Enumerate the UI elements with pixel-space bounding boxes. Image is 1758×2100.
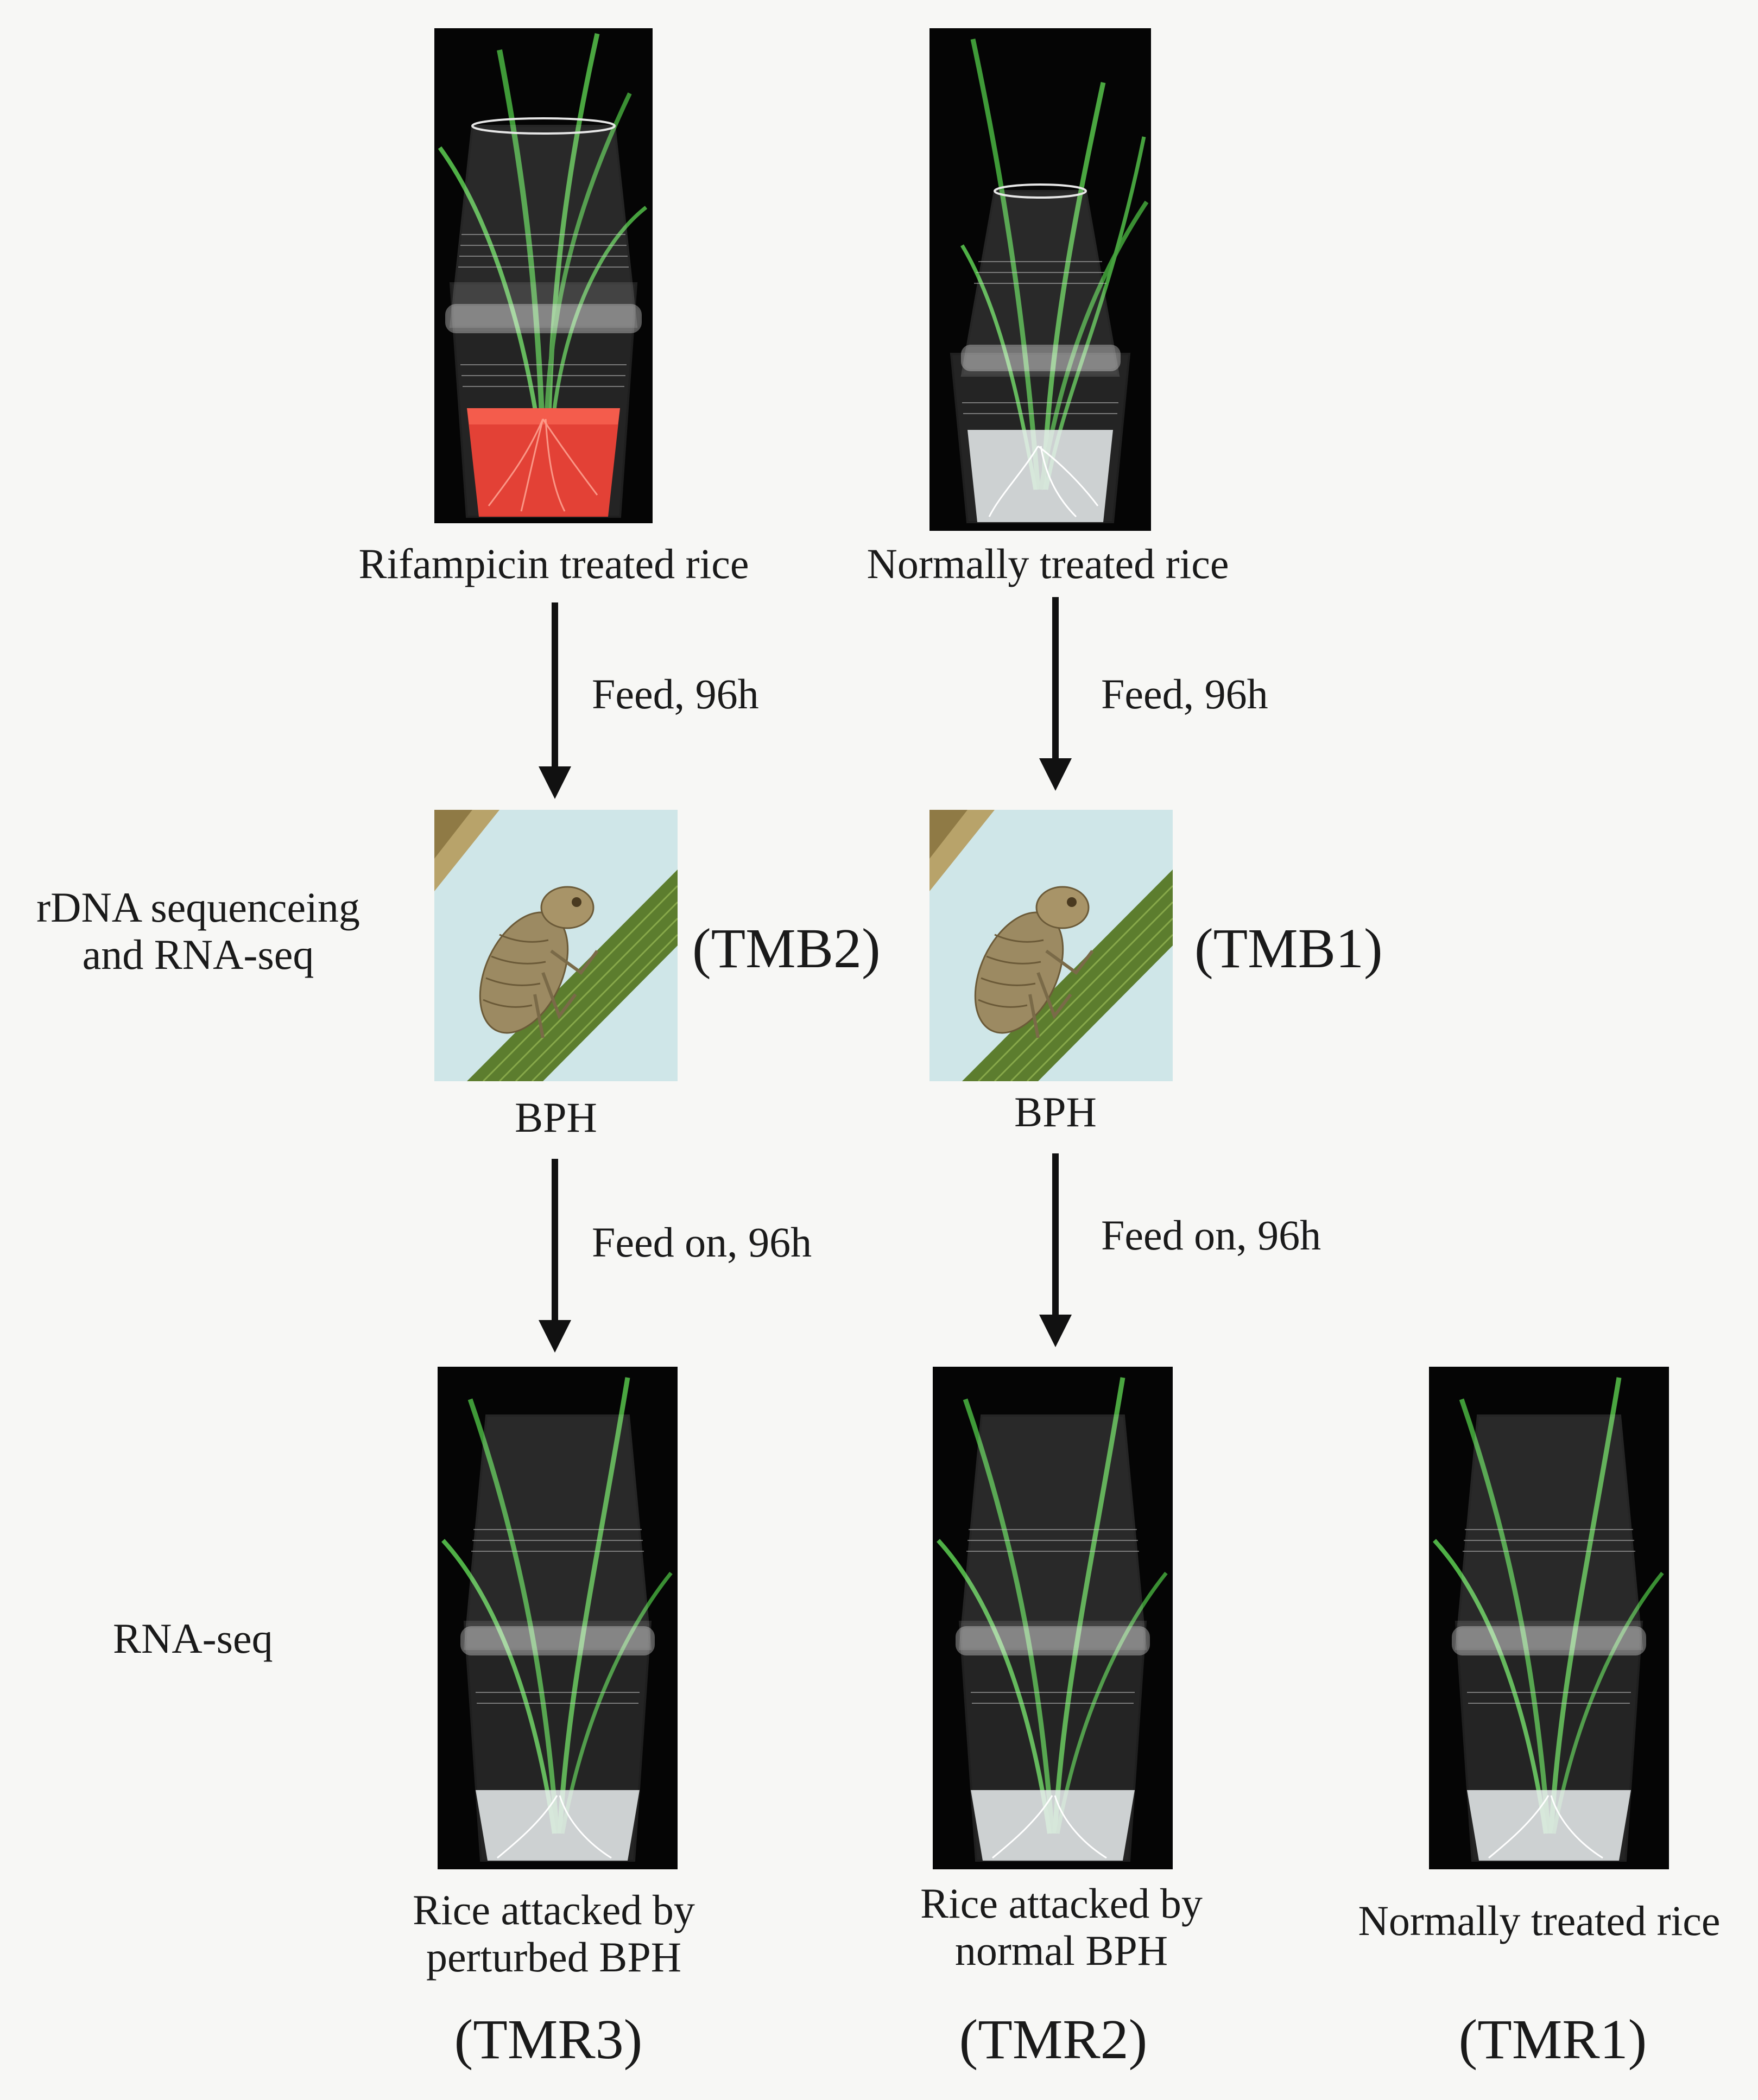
bph-insect-photo-tmb2: [434, 810, 678, 1081]
caption-normal-rice-top: Normally treated rice: [867, 540, 1229, 587]
label-feed-96h-left: Feed, 96h: [592, 670, 759, 718]
row-label-line2: and RNA-seq: [82, 931, 314, 979]
normal-rice-photo: [929, 28, 1151, 531]
caption-tmr3-line1: Rice attacked by: [413, 1886, 695, 1933]
caption-tmr3-line2: perturbed BPH: [426, 1933, 682, 1981]
code-tmr3: (TMR3): [454, 2008, 643, 2071]
bph-insect-photo-tmb1: [929, 810, 1173, 1081]
row-label-rdna-rna-seq: rDNA sequenceing and RNA-seq: [11, 884, 385, 979]
code-tmb2: (TMB2): [692, 917, 881, 980]
rice-photo-tmr3: [438, 1367, 678, 1869]
caption-rice-attacked-perturbed: Rice attacked by perturbed BPH: [337, 1886, 771, 1981]
rice-photo-tmr1: [1429, 1367, 1669, 1869]
caption-tmr2-line2: normal BPH: [954, 1927, 1168, 1975]
rice-photo-tmr2: [933, 1367, 1173, 1869]
caption-tmr2-line1: Rice attacked by: [920, 1880, 1203, 1927]
caption-bph-right: BPH: [1014, 1088, 1097, 1135]
label-feed-on-96h-left: Feed on, 96h: [592, 1219, 812, 1266]
caption-normal-rice-bottom: Normally treated rice: [1358, 1897, 1721, 1944]
label-feed-on-96h-right: Feed on, 96h: [1101, 1211, 1321, 1259]
label-feed-96h-right: Feed, 96h: [1101, 670, 1268, 718]
code-tmr2: (TMR2): [959, 2008, 1148, 2071]
caption-bph-left: BPH: [515, 1094, 597, 1141]
row-label-rna-seq: RNA-seq: [113, 1615, 273, 1662]
caption-rifampicin-rice: Rifampicin treated rice: [358, 540, 749, 587]
row-label-line1: rDNA sequenceing: [36, 884, 360, 931]
rifampicin-rice-photo: [434, 28, 653, 523]
caption-rice-attacked-normal: Rice attacked by normal BPH: [844, 1880, 1279, 1975]
code-tmb1: (TMB1): [1194, 917, 1383, 980]
code-tmr1: (TMR1): [1458, 2008, 1647, 2071]
